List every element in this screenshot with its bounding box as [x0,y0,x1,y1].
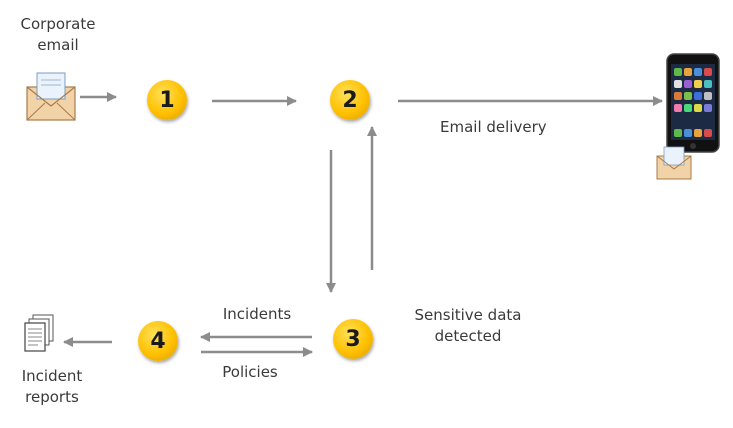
sensitive-data-line1: Sensitive data [414,306,522,324]
step-3-badge: 3 [333,319,373,359]
smartphone-icon [666,53,720,153]
incident-reports-label: Incident reports [2,366,102,408]
step-2-badge: 2 [330,80,370,120]
documents-icon [24,314,54,352]
step-1-badge: 1 [147,80,187,120]
incident-reports-line2: reports [25,388,79,406]
policies-label: Policies [222,363,278,381]
small-envelope-icon [656,146,692,180]
sensitive-data-label: Sensitive data detected [402,305,534,347]
corporate-email-line1: Corporate [20,15,96,33]
incident-reports-line1: Incident [21,367,83,385]
corporate-email-label: Corporate email [8,14,108,56]
envelope-icon [26,72,76,121]
sensitive-data-line2: detected [434,327,502,345]
email-delivery-label: Email delivery [440,118,547,136]
corporate-email-line2: email [37,36,79,54]
step-4-badge: 4 [138,321,178,361]
incidents-label: Incidents [222,305,292,323]
